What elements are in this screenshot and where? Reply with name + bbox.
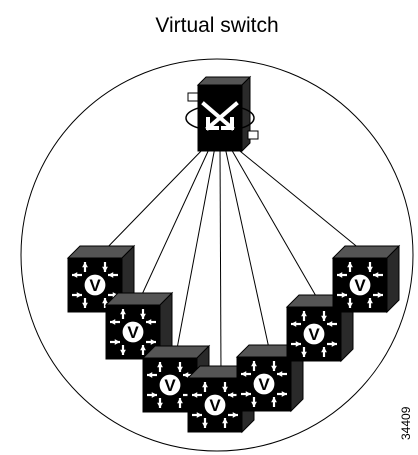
switch-icon bbox=[185, 75, 259, 153]
router-v-label: V bbox=[209, 396, 221, 415]
router-v-label: V bbox=[308, 325, 320, 344]
link-line bbox=[219, 146, 222, 375]
virtual-switch bbox=[185, 75, 259, 153]
router-v-icon: V bbox=[291, 311, 337, 357]
router-v-icon: V bbox=[147, 362, 193, 408]
figure-number: 34409 bbox=[399, 406, 413, 440]
router-v-icon: V bbox=[241, 361, 287, 407]
router-v-label: V bbox=[354, 276, 366, 295]
link-line bbox=[100, 146, 206, 255]
link-line bbox=[224, 146, 271, 354]
router-v-label: V bbox=[258, 375, 270, 394]
link-line bbox=[175, 146, 216, 355]
link-line bbox=[229, 146, 321, 304]
connection-links bbox=[100, 146, 367, 375]
virtual-router-4: V bbox=[186, 364, 256, 434]
router-v-icon: V bbox=[110, 309, 156, 355]
link-line bbox=[234, 146, 367, 255]
virtual-routers: V V V V V V V bbox=[66, 244, 401, 434]
virtual-router-2: V bbox=[104, 291, 174, 361]
router-v-label: V bbox=[164, 376, 176, 395]
link-line bbox=[138, 146, 211, 302]
boundary-circle bbox=[20, 58, 414, 452]
router-v-label: V bbox=[89, 276, 101, 295]
router-v-label: V bbox=[127, 323, 139, 342]
router-v-icon: V bbox=[192, 382, 238, 428]
router-v-icon: V bbox=[337, 262, 383, 308]
router-v-icon: V bbox=[72, 262, 118, 308]
diagram-title: Virtual switch bbox=[155, 14, 278, 37]
virtual-router-7: V bbox=[331, 244, 401, 314]
